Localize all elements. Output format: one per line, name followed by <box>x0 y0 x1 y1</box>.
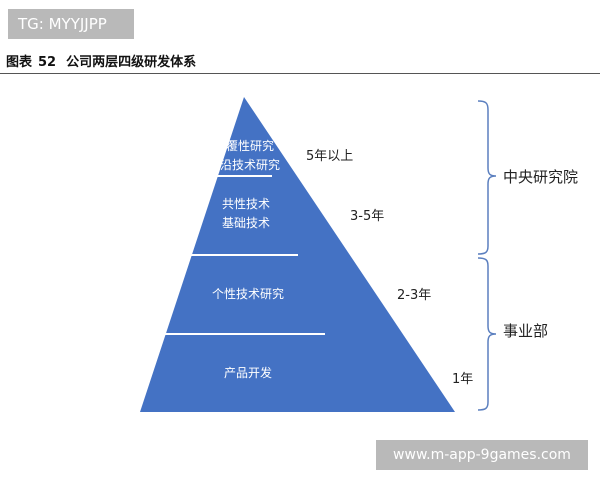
layer-label-generic: 共性技术 基础技术 <box>222 195 270 233</box>
layer-label-product: 产品开发 <box>224 364 272 383</box>
figure-title: 图表 52 公司两层四级研发体系 <box>6 51 196 70</box>
brace-central-research <box>477 100 497 255</box>
layer-label-line: 前沿技术研究 <box>207 158 281 172</box>
org-label-central-research: 中央研究院 <box>503 168 579 186</box>
watermark-top: TG: MYYJJPP <box>8 9 134 39</box>
layer-label-line: 个性技术研究 <box>211 287 285 301</box>
layer-label-disruptive: 颠覆性研究 前沿技术研究 <box>208 137 280 175</box>
layer-label-specific: 个性技术研究 <box>212 285 284 304</box>
watermark-bottom-text: www.m-app-9games.com <box>393 447 571 463</box>
org-label-business-unit: 事业部 <box>503 322 549 340</box>
title-divider <box>0 73 600 74</box>
period-label-1: 5年以上 <box>306 149 354 164</box>
figure-label: 图表 <box>6 55 33 70</box>
layer-label-line: 颠覆性研究 <box>213 139 275 153</box>
layer-label-line: 产品开发 <box>223 366 273 380</box>
figure-number: 52 <box>38 55 57 70</box>
layer-label-line: 基础技术 <box>221 216 271 230</box>
layer-label-line: 共性技术 <box>221 197 271 211</box>
period-label-4: 1年 <box>452 372 474 387</box>
watermark-bottom: www.m-app-9games.com <box>376 440 588 470</box>
brace-business-unit <box>477 257 497 411</box>
period-label-3: 2-3年 <box>397 288 432 303</box>
watermark-top-text: TG: MYYJJPP <box>18 15 107 33</box>
period-label-2: 3-5年 <box>350 209 385 224</box>
figure-title-text: 公司两层四级研发体系 <box>66 55 197 70</box>
